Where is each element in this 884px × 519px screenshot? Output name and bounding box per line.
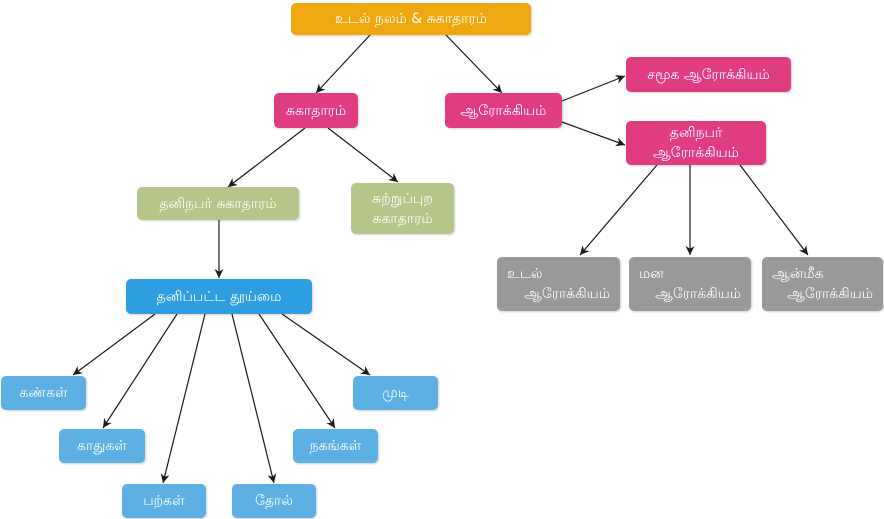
edge-thaninapar-anmeega bbox=[739, 164, 809, 256]
node-udal-line2: ஆரோக்கியம் bbox=[524, 286, 610, 302]
node-thol-label: தோல் bbox=[255, 493, 293, 509]
edge-thanippatta-kangal bbox=[72, 313, 156, 376]
node-kaathugal-label: காதுகள் bbox=[77, 438, 127, 454]
node-sutrupura-line2: சுகாதாரம் bbox=[372, 210, 433, 227]
edge-root-arokkiyam bbox=[445, 34, 503, 94]
node-nagangal: நகங்கள் bbox=[293, 429, 378, 463]
node-mudi-label: முடி bbox=[382, 385, 409, 401]
node-mana-arokkiyam: மன ஆரோக்கியம் bbox=[629, 257, 751, 311]
edge-thanippatta-thol bbox=[231, 313, 277, 484]
node-thanippatta-thooymai: தனிப்பட்ட தூய்மை bbox=[126, 279, 312, 314]
node-samooga-arokkiyam: சமூக ஆரோக்கியம் bbox=[626, 57, 791, 92]
node-udal-line1: உடல் bbox=[507, 266, 543, 282]
node-thanippatta-thooymai-label: தனிப்பட்ட தூய்மை bbox=[156, 288, 282, 305]
edge-sukatharam-sutrupura bbox=[327, 127, 399, 183]
edge-arokkiyam-samooga bbox=[561, 75, 626, 102]
node-nagangal-label: நகங்கள் bbox=[309, 438, 362, 454]
node-kangal-label: கண்கள் bbox=[19, 385, 68, 401]
node-parkal: பற்கள் bbox=[122, 484, 206, 518]
edge-thaninapar-udal bbox=[579, 164, 658, 256]
node-thol: தோல் bbox=[232, 484, 316, 518]
node-arokkiyam: ஆரோக்கியம் bbox=[445, 93, 562, 128]
node-mana-line2: ஆரோக்கியம் bbox=[655, 286, 741, 302]
node-parkal-label: பற்கள் bbox=[143, 493, 185, 509]
node-kangal: கண்கள் bbox=[1, 376, 86, 410]
edge-root-sukatharam bbox=[315, 34, 371, 94]
node-sukatharam-label: சுகாதாரம் bbox=[285, 102, 347, 119]
edge-thanippatta-kaathugal bbox=[102, 313, 178, 429]
node-sutrupura-sukatharam: சுற்றுப்புற சுகாதாரம் bbox=[351, 183, 454, 234]
node-thaninapar-sukatharam: தனிநபர் சுகாதாரம் bbox=[137, 187, 299, 220]
node-mudi: முடி bbox=[353, 376, 438, 410]
edge-thanippatta-parkal bbox=[160, 313, 206, 484]
node-samooga-arokkiyam-label: சமூக ஆரோக்கியம் bbox=[647, 66, 770, 83]
node-thaninapar-arokkiyam-line1: தனிநபர் bbox=[669, 125, 723, 141]
node-mana-line1: மன bbox=[639, 266, 664, 282]
edge-thanippatta-mudi bbox=[281, 313, 371, 376]
node-anmeega-line1: ஆன்மீக bbox=[772, 266, 824, 282]
node-thaninapar-sukatharam-label: தனிநபர் சுகாதாரம் bbox=[159, 195, 277, 212]
node-arokkiyam-label: ஆரோக்கியம் bbox=[460, 102, 547, 119]
node-thaninapar-arokkiyam-line2: ஆரோக்கியம் bbox=[653, 145, 739, 161]
node-kaathugal: காதுகள் bbox=[59, 429, 145, 463]
node-sutrupura-line1: சுற்றுப்புற bbox=[372, 190, 433, 207]
node-sukatharam: சுகாதாரம் bbox=[274, 93, 358, 128]
node-anmeega-arokkiyam: ஆன்மீக ஆரோக்கியம் bbox=[762, 257, 883, 311]
edge-arokkiyam-thaninapar bbox=[561, 121, 626, 147]
edge-sukatharam-thaninapar bbox=[227, 127, 306, 188]
edge-thanippatta-nagangal bbox=[258, 313, 336, 429]
node-root-label: உடல் நலம் & சுகாதாரம் bbox=[335, 11, 487, 27]
node-anmeega-line2: ஆரோக்கியம் bbox=[787, 286, 873, 302]
node-root: உடல் நலம் & சுகாதாரம் bbox=[291, 3, 531, 35]
node-thaninapar-arokkiyam: தனிநபர் ஆரோக்கியம் bbox=[626, 121, 766, 165]
node-udal-arokkiyam: உடல் ஆரோக்கியம் bbox=[497, 257, 620, 311]
